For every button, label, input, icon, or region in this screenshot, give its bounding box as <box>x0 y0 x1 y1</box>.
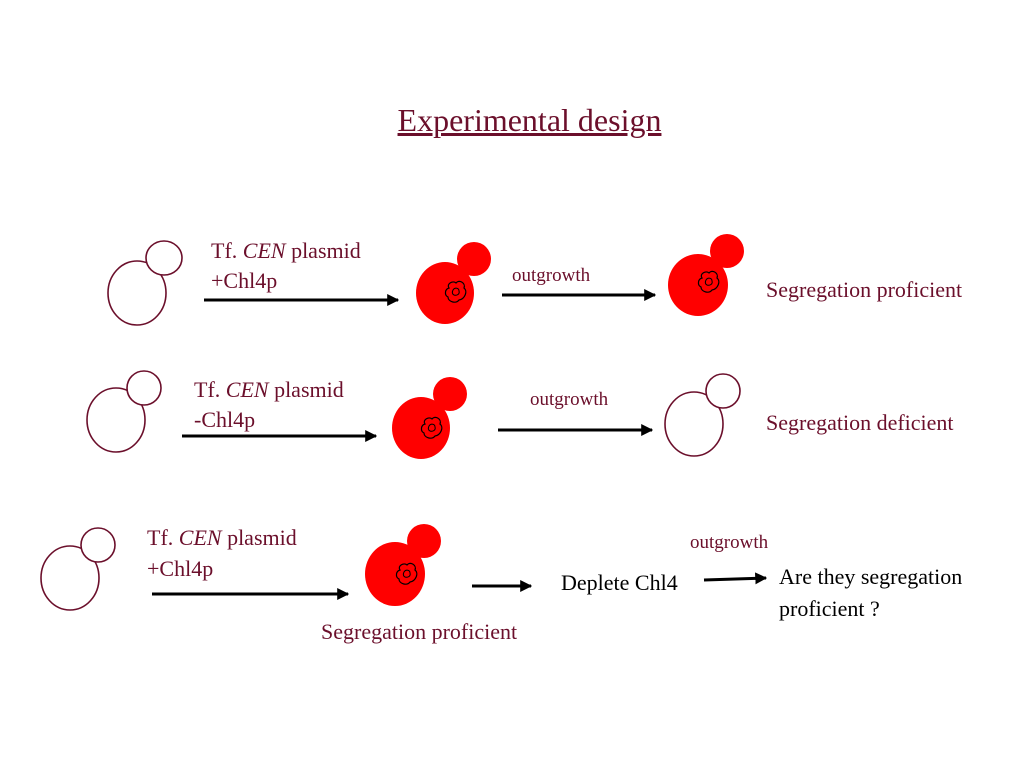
condition-label: Tf. CEN plasmid <box>147 525 297 550</box>
page-title: Experimental design <box>397 102 662 138</box>
outcome-label: Segregation proficient <box>766 277 963 302</box>
plasmid-yeast-cell-icon <box>365 524 441 606</box>
condition-prefix: Tf. <box>211 238 243 263</box>
empty-yeast-cell-icon <box>40 527 116 611</box>
question-line-2: proficient ? <box>779 596 880 621</box>
protein-label: +Chl4p <box>147 556 214 581</box>
condition-label: Tf. CEN plasmid <box>194 377 344 402</box>
protein-label: +Chl4p <box>211 268 278 293</box>
intermediate-outcome-label: Segregation proficient <box>321 619 518 644</box>
cen-label: CEN <box>225 377 269 402</box>
empty-yeast-cell-icon <box>107 240 183 326</box>
condition-label: Tf. CEN plasmid <box>211 238 361 263</box>
protein-label: -Chl4p <box>194 407 256 432</box>
question-line-1: Are they segregation <box>779 564 963 589</box>
plasmid-yeast-cell-icon <box>416 242 491 324</box>
plasmid-yeast-cell-icon <box>668 234 744 316</box>
condition-suffix: plasmid <box>268 377 344 402</box>
cen-label: CEN <box>178 525 222 550</box>
empty-yeast-cell-icon <box>664 373 741 457</box>
condition-suffix: plasmid <box>285 238 361 263</box>
step-label: outgrowth <box>530 389 609 410</box>
plasmid-yeast-cell-icon <box>392 377 467 459</box>
condition-suffix: plasmid <box>221 525 297 550</box>
deplete-label: Deplete Chl4 <box>561 570 678 595</box>
step-label: outgrowth <box>690 532 769 553</box>
condition-prefix: Tf. <box>194 377 226 402</box>
arrow-icon <box>703 572 768 585</box>
condition-prefix: Tf. <box>147 525 179 550</box>
step-label: outgrowth <box>512 265 591 286</box>
outcome-label: Segregation deficient <box>766 410 954 435</box>
empty-yeast-cell-icon <box>86 370 162 453</box>
cen-label: CEN <box>242 238 286 263</box>
